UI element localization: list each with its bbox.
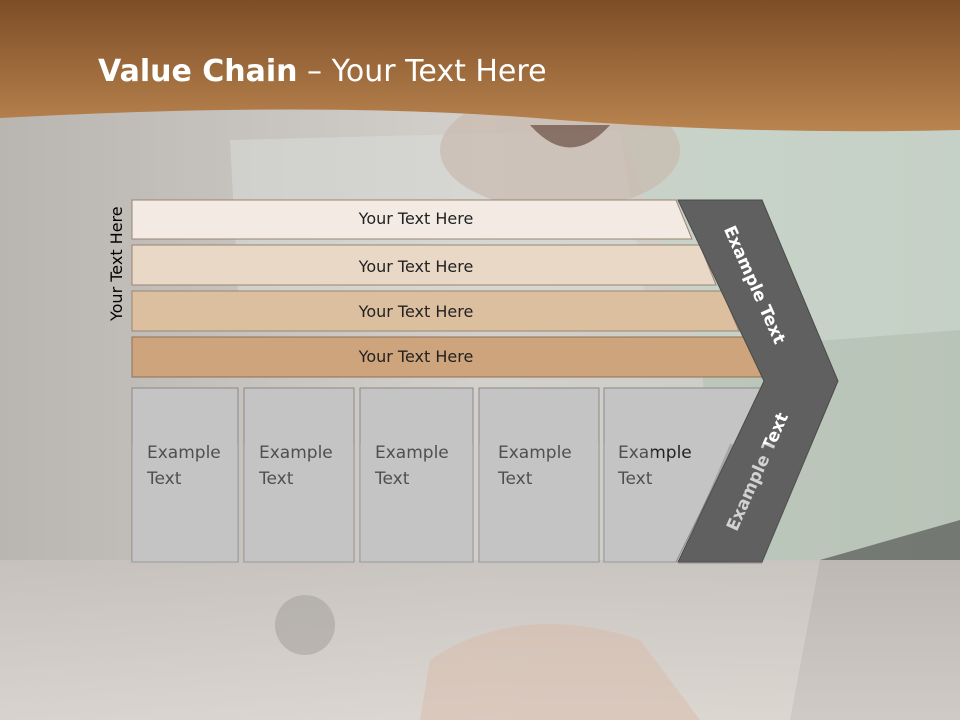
reflection: [132, 444, 812, 564]
slide-title-bold: Value Chain: [98, 54, 298, 89]
box-1: Example Text: [131, 387, 239, 563]
row-1: Your Text Here: [131, 199, 693, 240]
row-4-label: Your Text Here: [358, 347, 474, 366]
box-2: Example Text: [243, 387, 355, 563]
box-5-line1: Example: [618, 443, 692, 463]
box-1-line2: Text: [146, 469, 182, 489]
slide-title: Value Chain – Your Text Here: [98, 54, 547, 89]
box-4: Example Text: [478, 387, 600, 563]
row-2-label: Your Text Here: [358, 257, 474, 276]
box-4-line2: Text: [497, 469, 533, 489]
row-4: Your Text Here: [131, 336, 763, 378]
row-3: Your Text Here: [131, 290, 740, 332]
box-5: Example Text: [603, 387, 763, 563]
box-5-line2: Text: [617, 469, 653, 489]
box-4-line1: Example: [498, 443, 572, 463]
box-2-line2: Text: [258, 469, 294, 489]
slide-title-rest: – Your Text Here: [297, 54, 547, 89]
box-2-line1: Example: [259, 443, 333, 463]
box-1-line1: Example: [147, 443, 221, 463]
box-3-line1: Example: [375, 443, 449, 463]
row-1-label: Your Text Here: [358, 209, 474, 228]
row-2: Your Text Here: [131, 244, 717, 286]
box-3: Example Text: [359, 387, 474, 563]
row-3-label: Your Text Here: [358, 302, 474, 321]
box-3-line2: Text: [374, 469, 410, 489]
